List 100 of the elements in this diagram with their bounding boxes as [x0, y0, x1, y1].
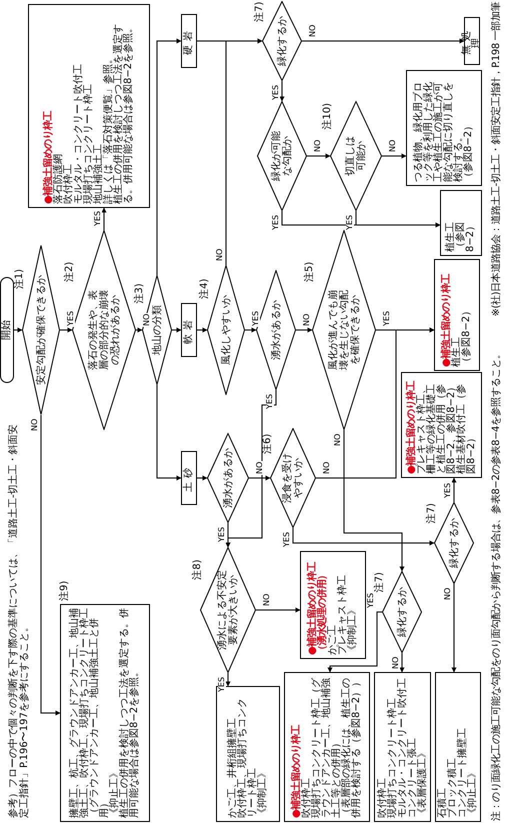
node-text: （参図8−2）	[464, 120, 474, 182]
decision-diamond	[200, 547, 256, 673]
process-box	[181, 451, 197, 505]
edge-label: YES	[67, 310, 75, 327]
process-box	[181, 14, 197, 68]
arrow	[306, 154, 330, 158]
decision-diamond	[22, 245, 60, 415]
edge-label: YES	[272, 84, 280, 101]
node-text: （グラウンドアンカー工、地山補強土工と併用）	[90, 617, 110, 818]
arrow	[156, 384, 182, 480]
node-text: プレキャスト枠工、柵工等の緑化基礎工と植生工の併用（参図8−2、参図8−2）	[416, 380, 456, 474]
arrow	[226, 522, 230, 548]
node-text: 擁壁工、杭工、グラウンドアンカー工、地山補強土工、吹付枠工、現場打ちコンクリート枠工	[70, 608, 90, 818]
edge-label: YES	[346, 214, 354, 231]
process-box	[181, 303, 197, 357]
edge-label: YES	[383, 310, 391, 327]
arrow	[382, 154, 406, 158]
highlight-text: （湧水処理の併用）	[318, 569, 328, 655]
edge-label: YES	[367, 592, 375, 609]
note-mark: 注9)	[60, 580, 70, 601]
edge-label: NO	[392, 656, 400, 670]
decision-text: 地山の分類	[152, 304, 162, 357]
arrow	[248, 476, 270, 480]
node-text: 吹付枠工	[302, 777, 312, 818]
decision-diamond	[257, 101, 307, 211]
arrow	[292, 528, 434, 546]
edge-label: YES	[283, 530, 291, 548]
reference-note: 参考）フローの中で個々の判断を下す際の基準については、「道路土工-切土工・斜面安定工指針」P.196〜197を参考にすること。	[8, 423, 30, 818]
node-text: 植生工の併用を検討しつつ工法を選定する。併用可能な場合は参図8−2を参照。	[120, 608, 140, 818]
arrow	[452, 478, 456, 502]
process-box	[300, 551, 366, 659]
highlight-text: ●補強土留めのり枠工	[292, 724, 302, 818]
node-text: モルタル・コンクリート吹付工	[74, 63, 84, 204]
arrow	[60, 328, 72, 332]
process-box	[440, 190, 482, 256]
node-text: 植生工	[452, 336, 462, 367]
arrow	[244, 328, 256, 332]
note-mark: 注4)	[200, 278, 210, 299]
node-text: モルタル・コンクリート吹付工	[398, 677, 408, 818]
node-text: ブロック積工	[448, 758, 458, 818]
note-mark: 注2)	[65, 262, 75, 282]
note-mark: 注1)	[15, 268, 25, 290]
arrow	[280, 80, 284, 102]
arrow	[302, 38, 464, 44]
edge-label: NO	[31, 418, 39, 432]
decision-diamond	[262, 1, 302, 81]
edge-label: NO	[444, 586, 452, 601]
node-text: かご工	[328, 624, 338, 655]
edge-label: NO	[216, 248, 224, 262]
highlight-text: ●補強土留めのり枠工	[406, 380, 416, 474]
node-text: 落石防護網	[54, 153, 64, 204]
process-box	[28, 4, 150, 208]
edge-label: NO	[334, 432, 342, 447]
edge-label: NO	[143, 312, 151, 327]
arrow	[296, 328, 312, 332]
node-text: 《抑止工》	[110, 768, 120, 818]
note-mark: 注7)	[427, 503, 437, 524]
node-text: 植生工の併用を検討しつつ工法を選定する。併用可能な場合は参図8−2を参照。	[114, 22, 134, 204]
edge-label: YES	[94, 210, 102, 227]
highlight-text: ●補強土留めのり枠工	[308, 560, 318, 655]
note-mark: 注7)	[375, 572, 385, 592]
decision-text: 湧水があるか	[270, 299, 282, 362]
node-text: 石積工	[438, 787, 448, 818]
arrow	[156, 38, 182, 276]
node-text: 開始	[2, 320, 12, 340]
edge-label: NO	[389, 138, 397, 153]
node-text: 吹付枠工	[64, 163, 74, 204]
edge-label: NO	[256, 460, 264, 475]
decision-diamond	[207, 265, 245, 395]
node-text: 吹付枠工	[378, 777, 388, 818]
arrow	[452, 584, 456, 672]
edge-label: NO	[263, 592, 271, 607]
process-box	[434, 259, 480, 371]
arrow	[40, 414, 60, 716]
process-box	[60, 604, 150, 822]
decision-text: 安定勾配が確保できるか	[36, 274, 46, 387]
edge-label: YES	[266, 392, 274, 410]
node-text: 《抑制工》	[258, 767, 268, 818]
edge-label: NO	[309, 24, 317, 38]
arrow	[102, 208, 106, 230]
node-text: 現場打ちコンクリート枠工	[388, 698, 398, 818]
node-text: 現場打ちコンクリート枠工（グラウンドアンカー工、地山補強土工等との併用）	[312, 676, 342, 818]
node-text: 植生工	[446, 221, 456, 252]
edge-label: NO	[303, 312, 311, 327]
node-text: （参図8−2）	[456, 220, 476, 252]
arrow	[256, 608, 300, 612]
arrow	[356, 210, 440, 228]
decision-diamond	[434, 502, 474, 584]
arrow	[344, 430, 404, 572]
arrow	[328, 612, 382, 672]
arrow	[172, 328, 182, 332]
arrow	[136, 328, 142, 332]
decision-text: 落石の発生や、表層の部分的な崩壊の恐れがあるか	[88, 289, 120, 371]
arrow	[226, 672, 230, 686]
decision-text: 切直しは可能か	[345, 135, 367, 177]
node-text: 土砂	[184, 463, 194, 494]
decision-text: 緑化するか	[448, 517, 460, 570]
node-text: 硬岩	[184, 26, 194, 57]
node-text: 詳しくは「落石対策便覧」参照。	[104, 54, 114, 204]
arrow	[316, 328, 434, 478]
